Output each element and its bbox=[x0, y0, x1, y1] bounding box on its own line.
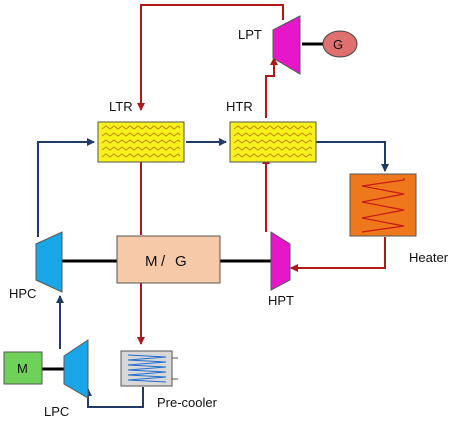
lpc: LPC bbox=[44, 339, 89, 419]
precooler: Pre-cooler bbox=[120, 350, 218, 410]
precooler-label: Pre-cooler bbox=[157, 395, 218, 410]
motor: M bbox=[3, 351, 43, 385]
htr: HTR bbox=[226, 99, 317, 163]
lpt-to-ltr-line bbox=[137, 4, 284, 111]
heater-coil bbox=[361, 178, 405, 233]
ltr-label: LTR bbox=[109, 99, 133, 114]
motor-generator: M / G bbox=[116, 235, 221, 284]
shafts bbox=[42, 42, 326, 371]
mg-m-label: M bbox=[145, 253, 158, 270]
hpc-label: HPC bbox=[9, 286, 36, 301]
turbine-icon bbox=[272, 15, 301, 75]
precooler-coil bbox=[127, 354, 167, 383]
mg-slash-label: / bbox=[161, 253, 166, 270]
motor-label: M bbox=[17, 361, 28, 376]
heater-to-hpt-line bbox=[290, 237, 386, 272]
heater: Heater bbox=[349, 173, 449, 265]
precooler-to-lpc-line bbox=[84, 387, 144, 408]
lpc-label: LPC bbox=[44, 404, 69, 419]
generator: G bbox=[322, 30, 358, 58]
htr-to-lpt-line bbox=[265, 57, 278, 118]
hpt-label: HPT bbox=[268, 293, 294, 308]
lpt-label: LPT bbox=[238, 27, 262, 42]
hpc: HPC bbox=[9, 231, 63, 301]
turbine-icon bbox=[270, 231, 291, 291]
htr-to-heater-line bbox=[316, 141, 389, 172]
generator-icon bbox=[322, 30, 358, 58]
compressor-icon bbox=[63, 339, 89, 399]
htr-label: HTR bbox=[226, 99, 253, 114]
generator-label: G bbox=[333, 37, 343, 52]
motor-icon bbox=[3, 351, 43, 385]
hpc-to-ltr-line bbox=[37, 138, 95, 237]
heater-icon bbox=[349, 173, 417, 237]
mg-g-label: G bbox=[175, 253, 187, 270]
compressor-icon bbox=[35, 231, 63, 293]
motor-generator-box bbox=[116, 235, 221, 284]
heater-label: Heater bbox=[409, 250, 449, 265]
lpt: LPT bbox=[238, 15, 301, 75]
ltr: LTR bbox=[97, 99, 185, 163]
cold-flow-paths bbox=[37, 138, 389, 408]
hpt: HPT bbox=[268, 231, 294, 308]
